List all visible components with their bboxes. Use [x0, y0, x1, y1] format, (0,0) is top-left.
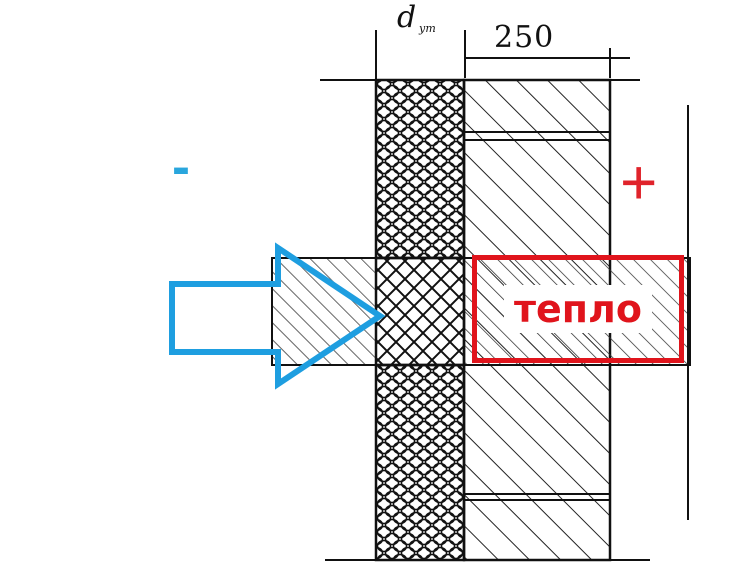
floor-slab-outer: [271, 257, 377, 366]
inside-plus-sign: +: [620, 146, 658, 218]
heat-flow-arrow: [169, 242, 386, 390]
outside-minus-sign: -: [172, 137, 190, 197]
teplo-label: тепло: [504, 285, 652, 333]
insulation-thickness-subscript: ут: [419, 22, 436, 35]
thermal-bridge-node: [374, 256, 466, 367]
teplo-highlight-box: тепло: [472, 255, 684, 363]
arrow-backdrop: [140, 246, 268, 410]
insulation-lower: [374, 363, 466, 562]
dimension-250-label: 250: [494, 20, 555, 55]
insulation-upper: [374, 78, 466, 260]
insulation-thickness-symbol: d: [397, 0, 417, 35]
